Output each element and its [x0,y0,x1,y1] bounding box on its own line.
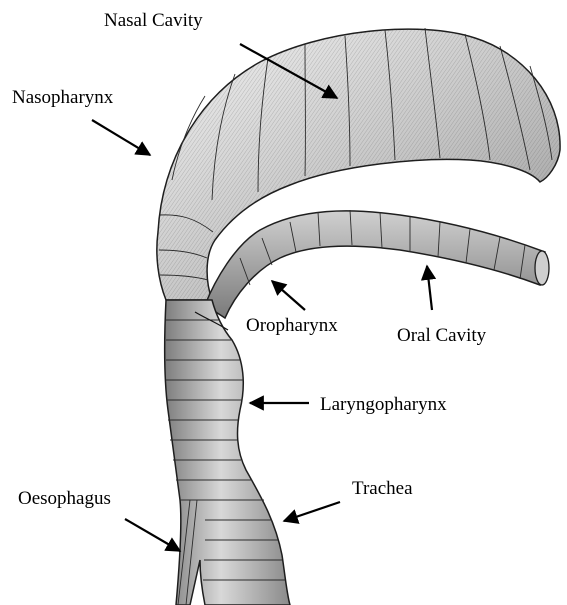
arrow-oesophagus [125,519,180,551]
arrow-oral-cavity [427,266,432,310]
arrow-nasopharynx [92,120,150,155]
label-laryngopharynx: Laryngopharynx [320,394,447,415]
label-nasal-cavity: Nasal Cavity [104,10,203,31]
label-nasopharynx: Nasopharynx [12,87,114,108]
label-oropharynx: Oropharynx [246,315,338,336]
arrow-oropharynx [272,281,305,310]
oral-cavity-tube [205,210,549,318]
pharynx-column [165,300,290,605]
label-oesophagus: Oesophagus [18,488,111,509]
label-trachea: Trachea [352,478,413,499]
arrow-trachea [284,502,340,521]
label-oral-cavity: Oral Cavity [397,325,487,346]
